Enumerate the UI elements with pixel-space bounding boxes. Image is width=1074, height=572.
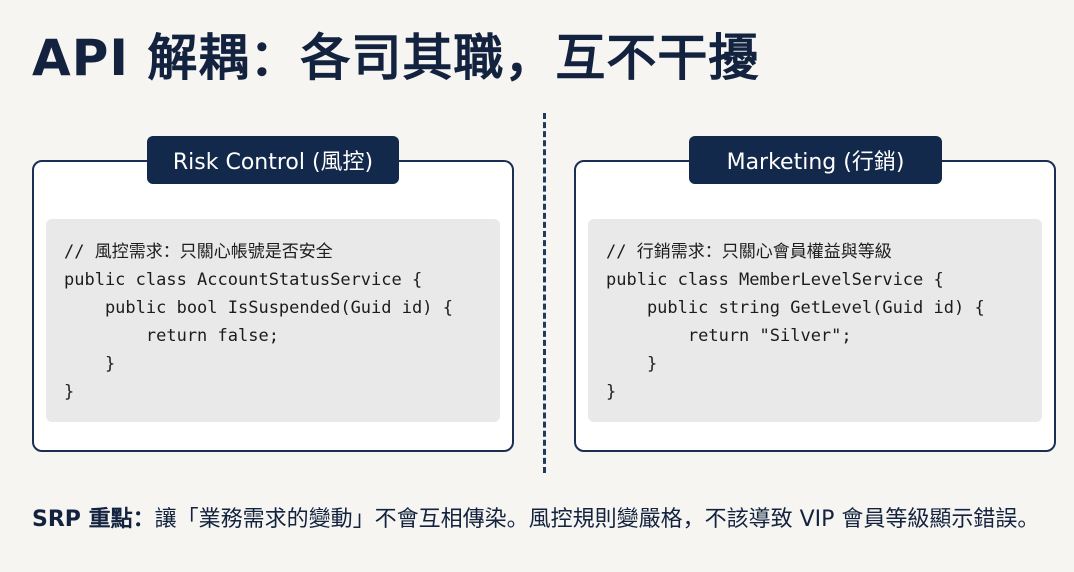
srp-note-text: 讓「業務需求的變動」不會互相傳染。風控規則變嚴格，不該導致 VIP 會員等級顯示… <box>154 507 1040 532</box>
code-line: public class MemberLevelService { <box>606 270 944 290</box>
marketing-panel: // 行銷需求：只關心會員權益與等級 public class MemberLe… <box>574 160 1056 452</box>
page-title: API 解耦：各司其職，互不干擾 <box>32 29 760 87</box>
center-divider <box>543 113 546 473</box>
risk-control-tag: Risk Control (風控) <box>147 136 399 184</box>
code-line: // 行銷需求：只關心會員權益與等級 <box>606 242 892 262</box>
code-line: public class AccountStatusService { <box>64 270 423 290</box>
srp-note-label: SRP 重點： <box>32 507 155 532</box>
code-line: return false; <box>64 326 279 346</box>
marketing-tag: Marketing (行銷) <box>689 136 942 184</box>
marketing-code-block: // 行銷需求：只關心會員權益與等級 public class MemberLe… <box>588 219 1042 422</box>
code-line: public string GetLevel(Guid id) { <box>606 298 985 318</box>
code-line: } <box>606 354 658 374</box>
code-line: return "Silver"; <box>606 326 852 346</box>
srp-note: SRP 重點：讓「業務需求的變動」不會互相傳染。風控規則變嚴格，不該導致 VIP… <box>32 504 1062 536</box>
risk-control-code-block: // 風控需求：只關心帳號是否安全 public class AccountSt… <box>46 219 500 422</box>
code-line: } <box>64 382 75 402</box>
code-line: } <box>606 382 617 402</box>
code-line: public bool IsSuspended(Guid id) { <box>64 298 453 318</box>
risk-control-panel: // 風控需求：只關心帳號是否安全 public class AccountSt… <box>32 160 514 452</box>
code-line: // 風控需求：只關心帳號是否安全 <box>64 242 333 262</box>
code-line: } <box>64 354 116 374</box>
